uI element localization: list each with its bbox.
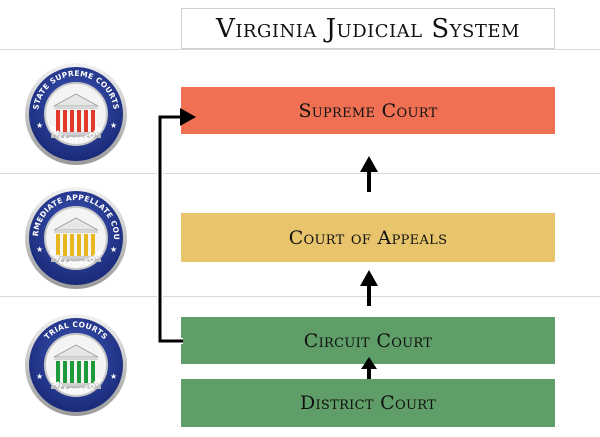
svg-text:★: ★ [110, 372, 117, 381]
svg-text:★: ★ [36, 245, 43, 254]
separator-line [0, 49, 600, 50]
trial-courts-seal: TRIAL COURTS BALLOTPEDIA ★ ★ [25, 314, 127, 416]
court-label-appeals: Court of Appeals [288, 226, 448, 249]
up-arrow-icon [360, 156, 378, 192]
bracket-arrow-icon [157, 108, 196, 344]
state-supreme-courts-seal: STATE SUPREME COURTS BALLOTPEDIA ★ ★ [25, 63, 127, 165]
svg-text:★: ★ [110, 245, 117, 254]
svg-text:★: ★ [36, 372, 43, 381]
separator-line [0, 296, 600, 297]
svg-text:★: ★ [36, 121, 43, 130]
page-title: Virginia Judicial System [216, 13, 520, 44]
svg-text:★: ★ [110, 121, 117, 130]
up-arrow-icon [360, 270, 378, 306]
up-arrow-icon [361, 357, 377, 379]
court-label-district: District Court [299, 392, 437, 414]
court-box-supreme: Supreme Court [181, 87, 555, 134]
separator-line [0, 173, 600, 174]
title-box: Virginia Judicial System [181, 8, 555, 49]
court-label-supreme: Supreme Court [298, 99, 438, 122]
court-box-district: District Court [181, 379, 555, 427]
court-box-appeals: Court of Appeals [181, 213, 555, 262]
intermediate-appellate-courts-seal: INTERMEDIATE APPELLATE COURTS BALLOTPEDI… [24, 186, 127, 289]
court-label-circuit: Circuit Court [303, 329, 433, 352]
court-box-circuit: Circuit Court [181, 317, 555, 364]
